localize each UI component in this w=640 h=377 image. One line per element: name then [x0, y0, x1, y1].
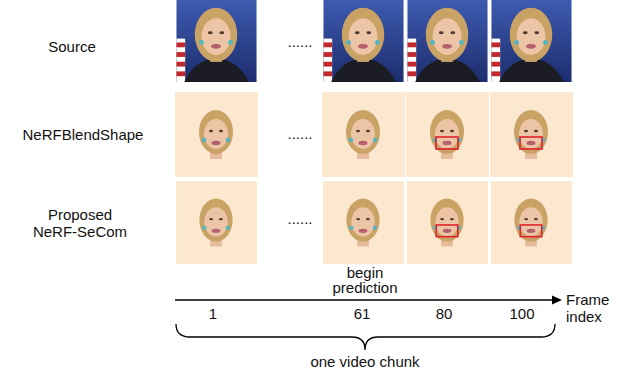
- row-label: Source: [12, 38, 132, 55]
- nerfblendshape-row-images: [175, 92, 573, 177]
- row-label: Proposed NeRF-SeCom: [30, 206, 130, 240]
- ellipsis: ......: [280, 210, 320, 227]
- source-row-images: [176, 0, 571, 82]
- brace-label: one video chunk: [295, 353, 435, 370]
- frame-axis: [175, 299, 553, 301]
- chunk-brace: [176, 324, 555, 350]
- event-label: begin prediction: [322, 265, 408, 295]
- frame-number: 100: [502, 305, 542, 322]
- ellipsis: ......: [280, 125, 320, 142]
- ellipsis: ......: [280, 33, 320, 50]
- row-label: NeRFBlendShape: [8, 126, 158, 143]
- frame-number: 61: [342, 305, 382, 322]
- frame-number: 80: [424, 305, 464, 322]
- frame-number: 1: [193, 305, 233, 322]
- axis-label: Frame index: [566, 291, 624, 325]
- axis-arrowhead: [552, 296, 562, 305]
- nerf-secom-row-images: [176, 181, 572, 264]
